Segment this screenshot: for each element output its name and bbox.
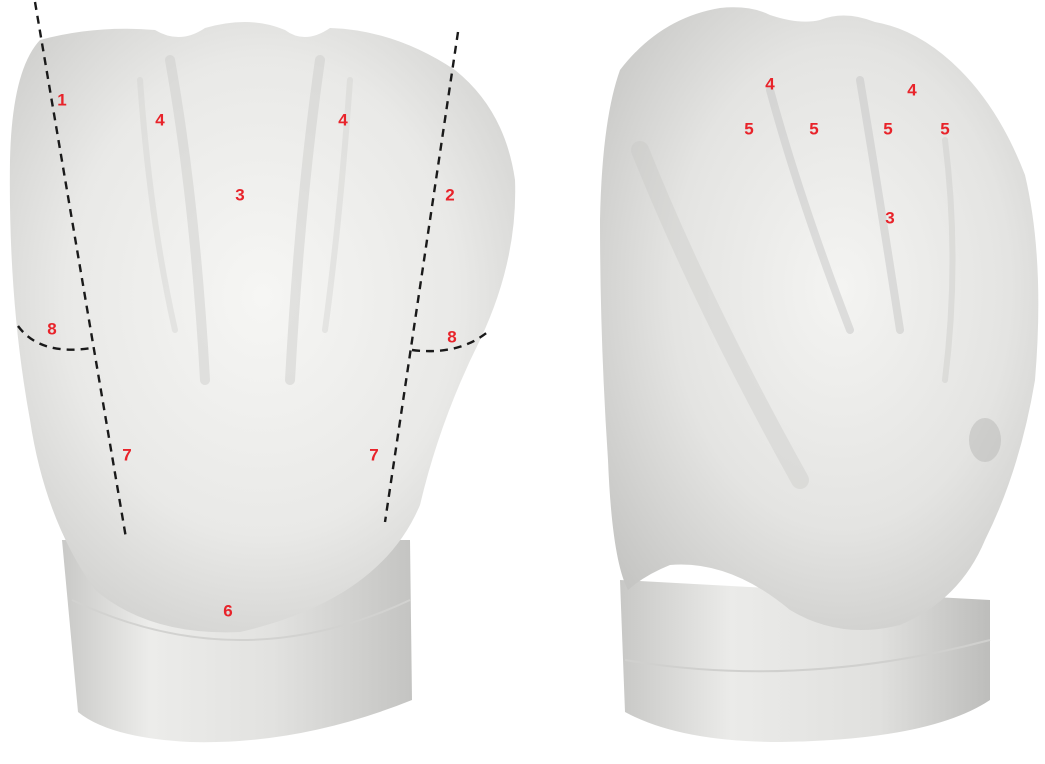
- label-7-b: 7: [369, 445, 378, 464]
- label-3-right: 3: [885, 208, 894, 227]
- label-6: 6: [223, 601, 232, 620]
- left-tooth-crown: [10, 22, 515, 632]
- label-5-a: 5: [744, 119, 753, 138]
- left-tooth-view: 1 2 3 4 4 6 7 7 8 8: [10, 2, 515, 742]
- label-7-a: 7: [122, 445, 131, 464]
- label-4-left-b: 4: [338, 110, 348, 129]
- right-tooth-crown: [600, 7, 1038, 630]
- label-4-right-b: 4: [907, 80, 917, 99]
- label-4-right-a: 4: [765, 74, 775, 93]
- label-5-b: 5: [809, 119, 818, 138]
- label-4-left-a: 4: [155, 110, 165, 129]
- label-8-b: 8: [447, 327, 456, 346]
- label-8-a: 8: [47, 319, 56, 338]
- label-2: 2: [445, 185, 454, 204]
- right-crown-depression: [969, 418, 1001, 462]
- label-1: 1: [57, 90, 66, 109]
- label-5-d: 5: [940, 119, 949, 138]
- label-3-left: 3: [235, 185, 244, 204]
- right-tooth-view: 3 4 4 5 5 5 5: [600, 7, 1038, 742]
- label-5-c: 5: [883, 119, 892, 138]
